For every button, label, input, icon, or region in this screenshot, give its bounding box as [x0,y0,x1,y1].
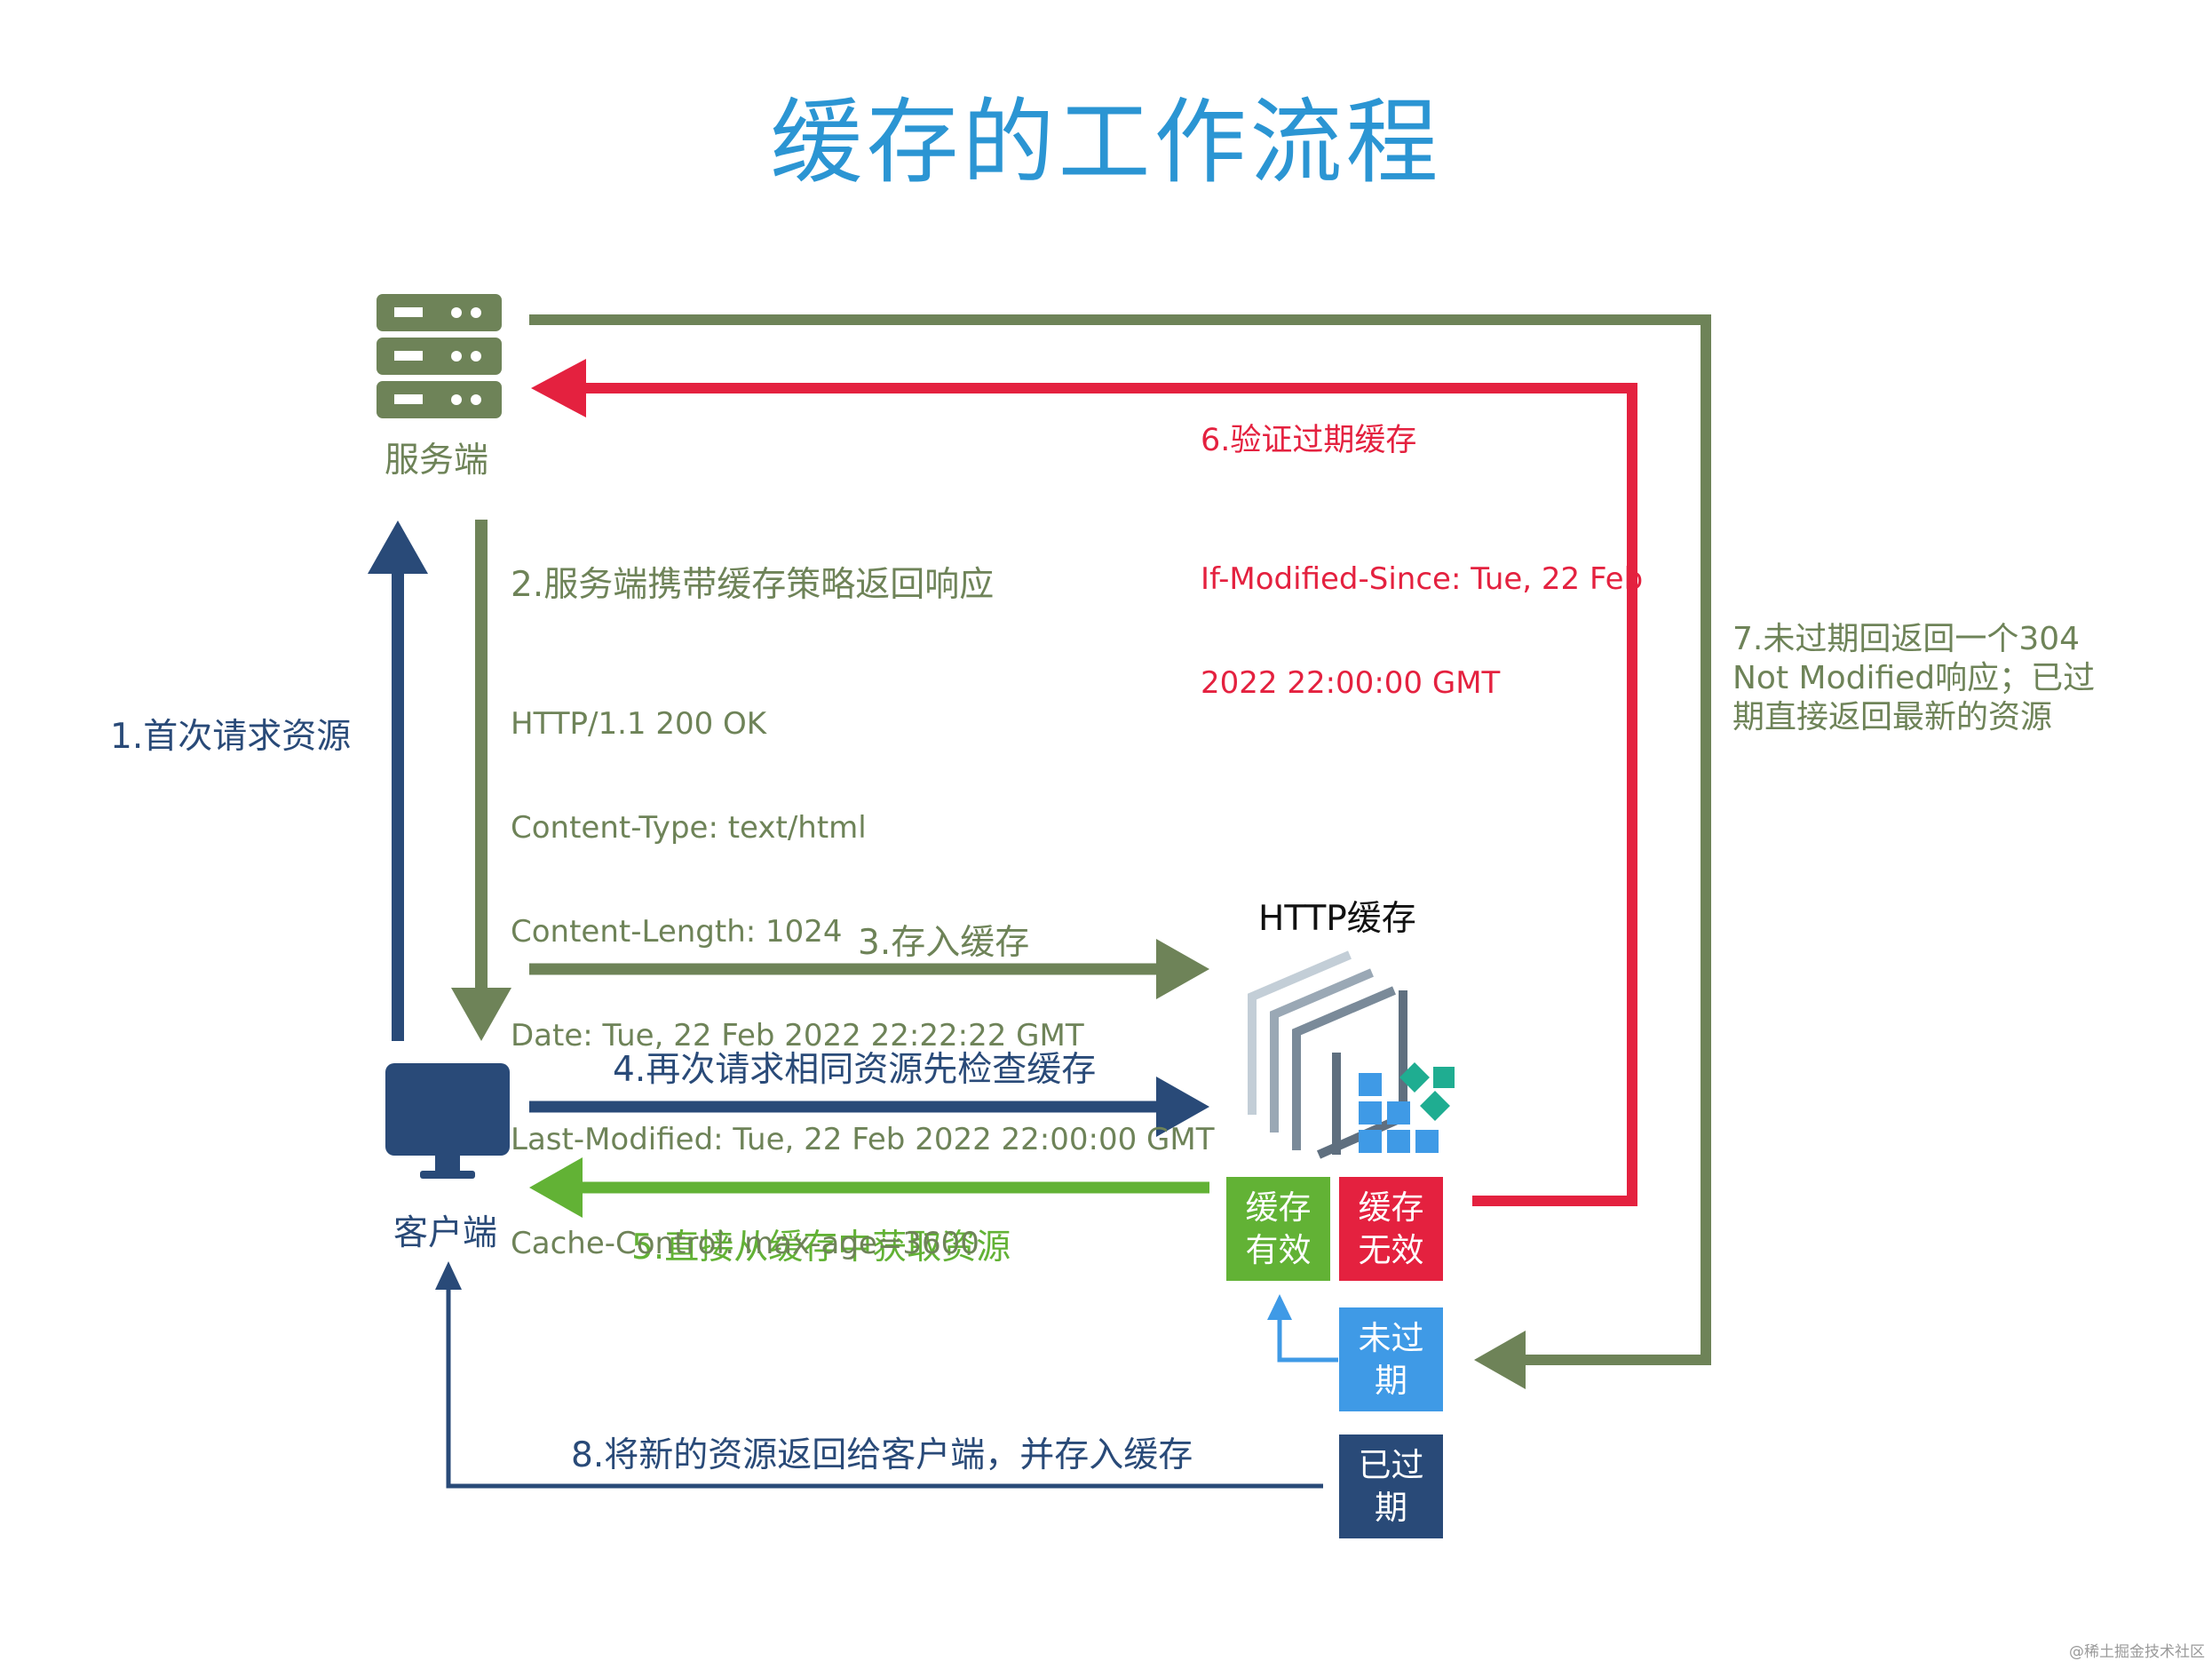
arrow-not-expired-head [1267,1294,1292,1320]
arrow-step8-head [435,1261,462,1290]
arrow-step6-head [531,359,586,417]
response-header-line: Date: Tue, 22 Feb 2022 22:22:22 GMT [511,1018,1084,1053]
cache-valid-line: 缓存 [1245,1188,1312,1227]
not-expired-line: 期 [1375,1361,1407,1400]
arrow-step2-head [451,988,511,1041]
step1-label: 1.首次请求资源 [110,717,352,757]
diagram-title: 缓存的工作流程 [770,88,1442,196]
arrow-step7-head [1474,1331,1526,1389]
validation-header-line: 2022 22:00:00 GMT [1201,665,1501,701]
response-header-line: Content-Length: 1024 [511,914,843,950]
step7-label: 7.未过期回返回一个304 Not Modified响应；已过 期直接返回最新的… [1732,620,2095,737]
cache-invalid-line: 缓存 [1358,1188,1424,1227]
arrow-step8 [446,1286,1323,1489]
step6-label: 6.验证过期缓存 [1201,423,1417,458]
arrow-step7 [529,314,1711,1365]
expired-box: 已过 期 [1339,1434,1443,1538]
cache-invalid-line: 无效 [1358,1230,1424,1269]
validation-header-line: If-Modified-Since: Tue, 22 Feb [1201,561,1644,597]
step7-line: Not Modified响应；已过 [1732,660,2096,696]
response-header-line: Cache-Control: max-age=3600 [511,1226,979,1261]
expired-line: 期 [1375,1488,1407,1527]
cache-valid-line: 有效 [1245,1230,1312,1269]
response-header-line: HTTP/1.1 200 OK [511,706,767,742]
data-grid-icon [1359,1062,1455,1153]
server-label: 服务端 [385,441,489,481]
http-cache-icon [1248,950,1407,1159]
step2-label: 2.服务端携带缓存策略返回响应 [511,565,995,605]
http-cache-label: HTTP缓存 [1258,899,1416,939]
arrow-step1-head [368,521,428,574]
step7-line: 期直接返回最新的资源 [1732,699,2053,735]
not-expired-line: 未过 [1358,1318,1424,1357]
arrow-step6 [586,383,1637,1206]
step7-line: 7.未过期回返回一个304 [1732,621,2081,657]
step8-label: 8.将新的资源返回给客户端，并存入缓存 [571,1435,1193,1475]
cache-invalid-box: 缓存 无效 [1339,1177,1443,1281]
arrow-step5-head [529,1157,583,1218]
response-header-line: Content-Type: text/html [511,810,867,846]
client-label: 客户端 [393,1213,498,1253]
arrow-not-expired-to-valid [1277,1316,1338,1363]
not-expired-box: 未过 期 [1339,1307,1443,1411]
arrow-step3-head [1156,939,1209,999]
step4-label: 4.再次请求相同资源先检查缓存 [613,1050,1097,1090]
client-monitor-icon [385,1063,510,1179]
validation-header: If-Modified-Since: Tue, 22 Feb 2022 22:0… [1201,493,1643,735]
response-header-line: Last-Modified: Tue, 22 Feb 2022 22:00:00… [511,1122,1215,1157]
step3-label: 3.存入缓存 [858,923,1030,963]
cache-valid-box: 缓存 有效 [1226,1177,1330,1281]
arrow-step4-head [1156,1077,1209,1137]
watermark: @稀土掘金技术社区 [2069,1643,2205,1661]
response-headers: HTTP/1.1 200 OK Content-Type: text/html … [511,638,1215,1296]
server-icon [377,294,502,418]
step5-label: 5.直接从缓存中获取资源 [631,1228,1011,1268]
expired-line: 已过 [1358,1445,1424,1484]
